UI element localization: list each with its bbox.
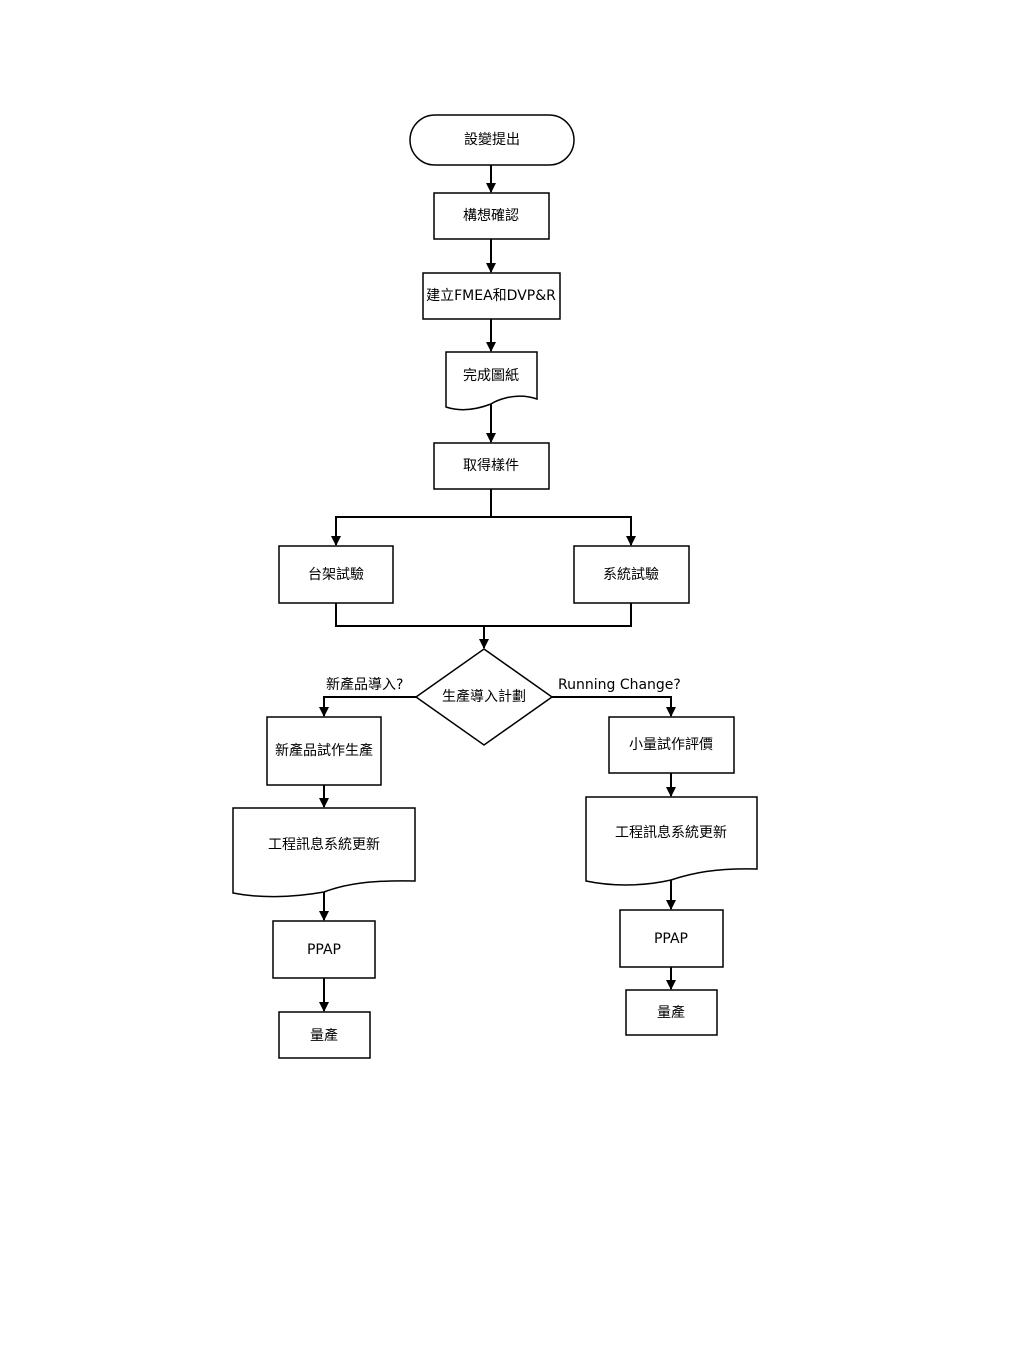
sample-label: 取得樣件 [463,457,519,474]
arrow-sample-bench [331,516,491,546]
mass-production-right-box [625,989,718,1036]
concept-label: 構想確認 [463,208,519,224]
ppap-left-box [272,920,376,979]
arrow-decision-new-trial [319,696,416,717]
arrow-decision-small-trial [552,696,676,717]
arrow-sample-system [491,516,636,546]
mass-production-left-box [278,1011,371,1059]
sample-box [433,442,550,490]
small-trial-box [608,716,735,774]
decision-label: 生產導入計劃 [442,688,526,705]
system-test-label: 系統試驗 [603,567,659,583]
start-label: 設變提出 [464,132,520,148]
eng-update-right-label: 工程訊息系統更新 [615,824,727,841]
drawing-label: 完成圖紙 [463,368,519,384]
new-trial-label: 新產品試作生產 [275,742,373,759]
eng-update-left-document [232,807,416,898]
small-trial-label: 小量試作評價 [629,736,713,753]
decision-diamond [414,648,554,746]
mass-production-left-label: 量產 [310,1027,338,1044]
edge-label-running-change: Running Change? [558,677,681,693]
fmea-label: 建立FMEA和DVP&R [426,288,556,304]
ppap-right-label: PPAP [654,931,688,947]
mass-production-right-label: 量產 [657,1004,685,1021]
fmea-box [422,272,561,320]
edge-label-new-product: 新產品導入? [326,676,403,693]
concept-box [433,192,550,240]
ppap-right-box [619,909,724,968]
drawing-document [445,351,538,411]
eng-update-right-document [585,796,758,886]
new-trial-box [266,716,382,786]
bench-test-label: 台架試驗 [308,567,364,583]
system-test-box [573,545,690,604]
ppap-left-label: PPAP [307,942,341,958]
tests-merge-line [335,603,632,627]
eng-update-left-label: 工程訊息系統更新 [268,836,380,853]
